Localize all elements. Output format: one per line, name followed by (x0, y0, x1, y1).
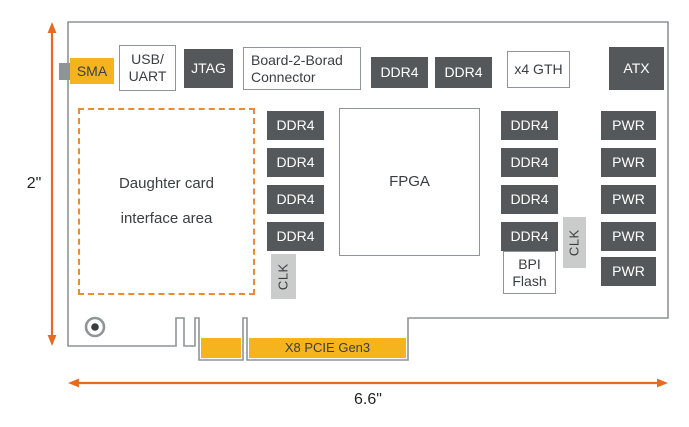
ddr4-left-block-4: DDR4 (267, 222, 324, 251)
pwr-block-1: PWR (601, 111, 656, 140)
pwr-block-4: PWR (601, 222, 656, 251)
height-dimension-arrow (47, 22, 57, 346)
x4-gth-block: x4 GTH (507, 51, 570, 88)
ddr4-right-block-1: DDR4 (501, 111, 558, 140)
pcie-gen3-connector: X8 PCIE Gen3 (249, 338, 406, 358)
daughter-card-line2: interface area (120, 209, 213, 227)
board2board-line1: Board-2-Borad (251, 51, 343, 68)
sma-connector-stub (59, 63, 71, 80)
sma-block: SMA (70, 58, 114, 84)
daughter-card-area: Daughter card interface area (78, 108, 255, 295)
clk-left-label: CLK (275, 263, 291, 290)
usb-uart-block: USB/ UART (119, 45, 176, 91)
daughter-card-line1: Daughter card (118, 175, 215, 192)
width-dimension-label: 6.6" (354, 391, 382, 408)
ddr4-left-block-1: DDR4 (267, 111, 324, 140)
bpi-flash-line2: Flash (512, 272, 547, 289)
ddr4-top-block-2: DDR4 (435, 57, 492, 88)
jtag-block: JTAG (184, 49, 233, 88)
clk-right-block: CLK (563, 217, 586, 268)
ddr4-right-block-4: DDR4 (501, 222, 558, 251)
pwr-block-3: PWR (601, 185, 656, 214)
board2board-line2: Connector (251, 68, 316, 85)
clk-right-label: CLK (566, 229, 582, 256)
bpi-flash-line1: BPI (518, 255, 541, 272)
pwr-block-2: PWR (601, 148, 656, 177)
ddr4-left-block-3: DDR4 (267, 185, 324, 214)
height-dimension-label: 2" (26, 175, 42, 192)
ddr4-right-block-3: DDR4 (501, 185, 558, 214)
atx-block: ATX (609, 47, 664, 90)
ddr4-right-block-2: DDR4 (501, 148, 558, 177)
pcie-key-tab (201, 338, 241, 358)
fpga-block: FPGA (339, 108, 480, 256)
board2board-block: Board-2-Borad Connector (243, 47, 361, 90)
usb-uart-line2: UART (128, 68, 167, 84)
usb-uart-line1: USB/ (131, 51, 164, 68)
pwr-block-5: PWR (601, 257, 656, 286)
bpi-flash-block: BPI Flash (503, 251, 556, 294)
clk-left-block: CLK (271, 254, 296, 299)
ddr4-top-block-1: DDR4 (371, 57, 428, 88)
mounting-hole-center (91, 323, 99, 331)
ddr4-left-block-2: DDR4 (267, 148, 324, 177)
width-dimension-arrow (68, 378, 668, 388)
